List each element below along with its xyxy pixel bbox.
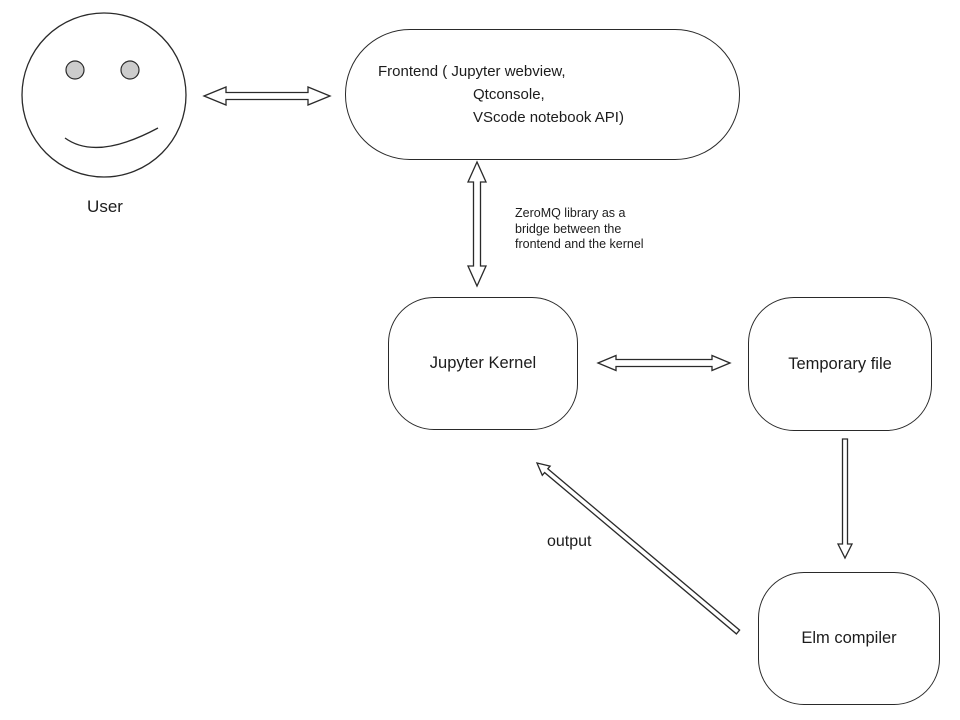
elm-compiler-label: Elm compiler xyxy=(801,629,897,647)
frontend-label-line1: Frontend ( Jupyter webview, xyxy=(378,63,566,80)
node-temporary-file: Temporary file xyxy=(748,297,932,431)
arrow-elm-kernel-output xyxy=(535,462,741,635)
arrow-frontend-kernel xyxy=(466,160,488,288)
smile xyxy=(64,127,159,148)
user-label: User xyxy=(87,197,123,216)
node-jupyter-kernel: Jupyter Kernel xyxy=(388,297,578,430)
right-eye xyxy=(120,60,140,80)
frontend-label-line3: VScode notebook API) xyxy=(473,109,624,126)
temporary-file-label: Temporary file xyxy=(788,354,892,373)
face-outline xyxy=(21,12,187,178)
arrow-kernel-tempfile xyxy=(596,354,732,372)
frontend-label-line2: Qtconsole, xyxy=(473,86,545,103)
node-elm-compiler: Elm compiler xyxy=(758,572,940,705)
output-label: output xyxy=(547,533,592,550)
jupyter-kernel-label: Jupyter Kernel xyxy=(429,354,537,372)
arrow-user-frontend xyxy=(202,86,332,106)
left-eye xyxy=(65,60,85,80)
zeromq-note: ZeroMQ library as a bridge between the f… xyxy=(515,206,644,251)
user-face-icon xyxy=(21,12,187,178)
arrow-tempfile-elm xyxy=(836,438,854,560)
node-frontend: Frontend ( Jupyter webview, Qtconsole, V… xyxy=(345,29,740,160)
